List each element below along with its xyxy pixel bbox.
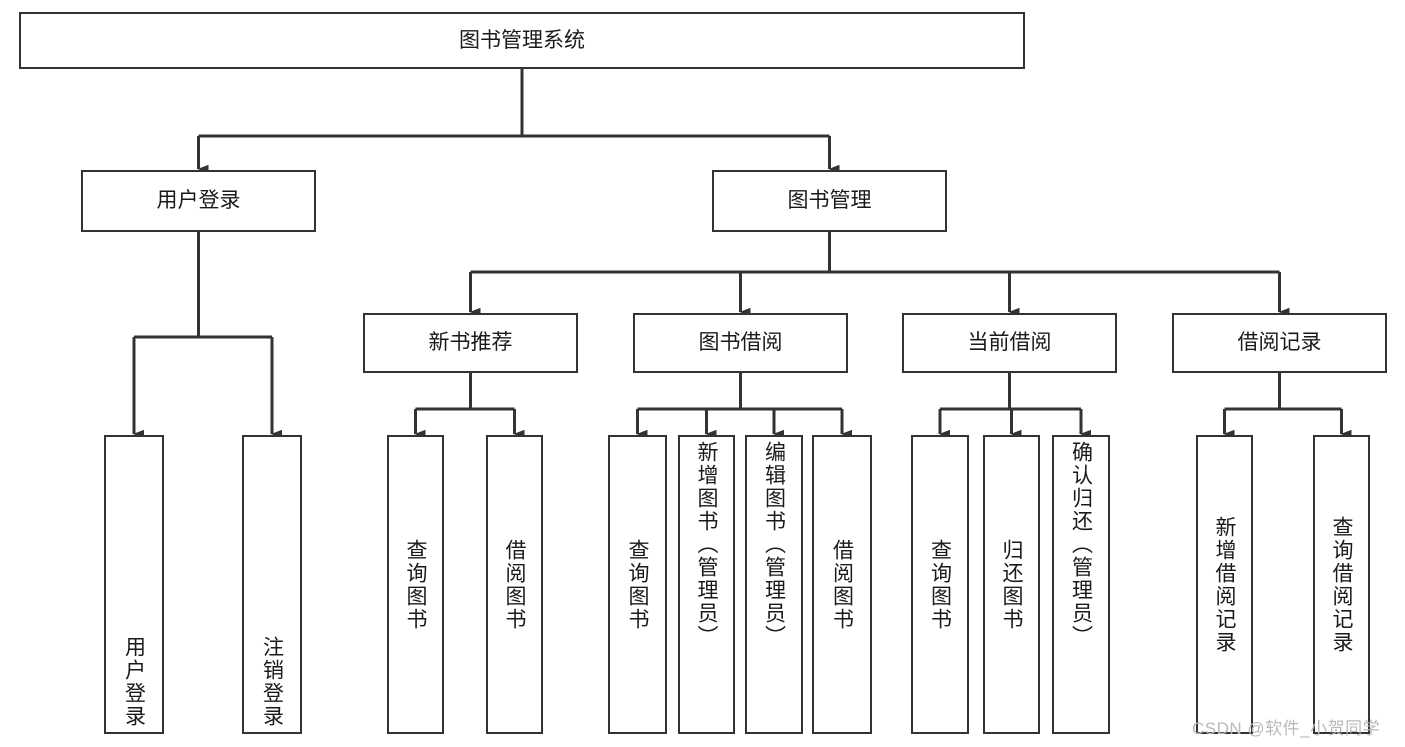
node-label: 归还图书 bbox=[1000, 538, 1023, 631]
node-leaf-confirm-return-admin[interactable]: 确认归还（管理员） bbox=[1052, 435, 1110, 734]
node-label: 借阅图书 bbox=[830, 538, 854, 631]
node-leaf-borrow-book[interactable]: 借阅图书 bbox=[812, 435, 872, 734]
node-leaf-edit-book-admin[interactable]: 编辑图书（管理员） bbox=[745, 435, 803, 734]
node-leaf-query-book-borrow[interactable]: 查询图书 bbox=[608, 435, 667, 734]
node-leaf-add-borrow-record[interactable]: 新增借阅记录 bbox=[1196, 435, 1253, 734]
node-current-borrow[interactable]: 当前借阅 bbox=[902, 313, 1117, 373]
node-leaf-return-book[interactable]: 归还图书 bbox=[983, 435, 1040, 734]
node-label: 新增借阅记录 bbox=[1213, 515, 1236, 654]
node-label: 新增图书（管理员） bbox=[695, 441, 718, 648]
node-leaf-query-book-current[interactable]: 查询图书 bbox=[911, 435, 969, 734]
node-label: 用户登录 bbox=[122, 636, 146, 728]
node-leaf-user-login[interactable]: 用户登录 bbox=[104, 435, 164, 734]
node-label: 图书管理系统 bbox=[459, 28, 585, 52]
node-label: 当前借阅 bbox=[967, 331, 1052, 355]
node-label: 借阅图书 bbox=[503, 538, 526, 631]
node-label: 查询图书 bbox=[626, 538, 649, 631]
node-new-book-recommend[interactable]: 新书推荐 bbox=[363, 313, 578, 373]
node-book-borrow[interactable]: 图书借阅 bbox=[633, 313, 848, 373]
node-label: 用户登录 bbox=[156, 189, 241, 213]
node-leaf-query-borrow-record[interactable]: 查询借阅记录 bbox=[1313, 435, 1370, 734]
node-label: 图书管理 bbox=[787, 189, 872, 213]
node-label: 查询借阅记录 bbox=[1330, 515, 1353, 654]
node-book-management[interactable]: 图书管理 bbox=[712, 170, 947, 232]
node-label: 查询图书 bbox=[404, 538, 427, 631]
node-root[interactable]: 图书管理系统 bbox=[19, 12, 1025, 69]
node-leaf-query-book-recommend[interactable]: 查询图书 bbox=[387, 435, 444, 734]
node-leaf-borrow-book-recommend[interactable]: 借阅图书 bbox=[486, 435, 543, 734]
node-label: 借阅记录 bbox=[1237, 331, 1322, 355]
node-label: 确认归还（管理员） bbox=[1069, 441, 1093, 648]
node-label: 图书借阅 bbox=[698, 331, 783, 355]
node-leaf-logout[interactable]: 注销登录 bbox=[242, 435, 302, 734]
node-label: 查询图书 bbox=[928, 538, 952, 631]
node-label: 编辑图书（管理员） bbox=[762, 441, 786, 648]
node-label: 新书推荐 bbox=[428, 331, 513, 355]
node-borrow-records[interactable]: 借阅记录 bbox=[1172, 313, 1387, 373]
node-leaf-add-book-admin[interactable]: 新增图书（管理员） bbox=[678, 435, 735, 734]
node-user-login[interactable]: 用户登录 bbox=[81, 170, 316, 232]
csdn-watermark: CSDN @软件_小贺同学 bbox=[1192, 719, 1381, 738]
node-label: 注销登录 bbox=[260, 636, 284, 728]
